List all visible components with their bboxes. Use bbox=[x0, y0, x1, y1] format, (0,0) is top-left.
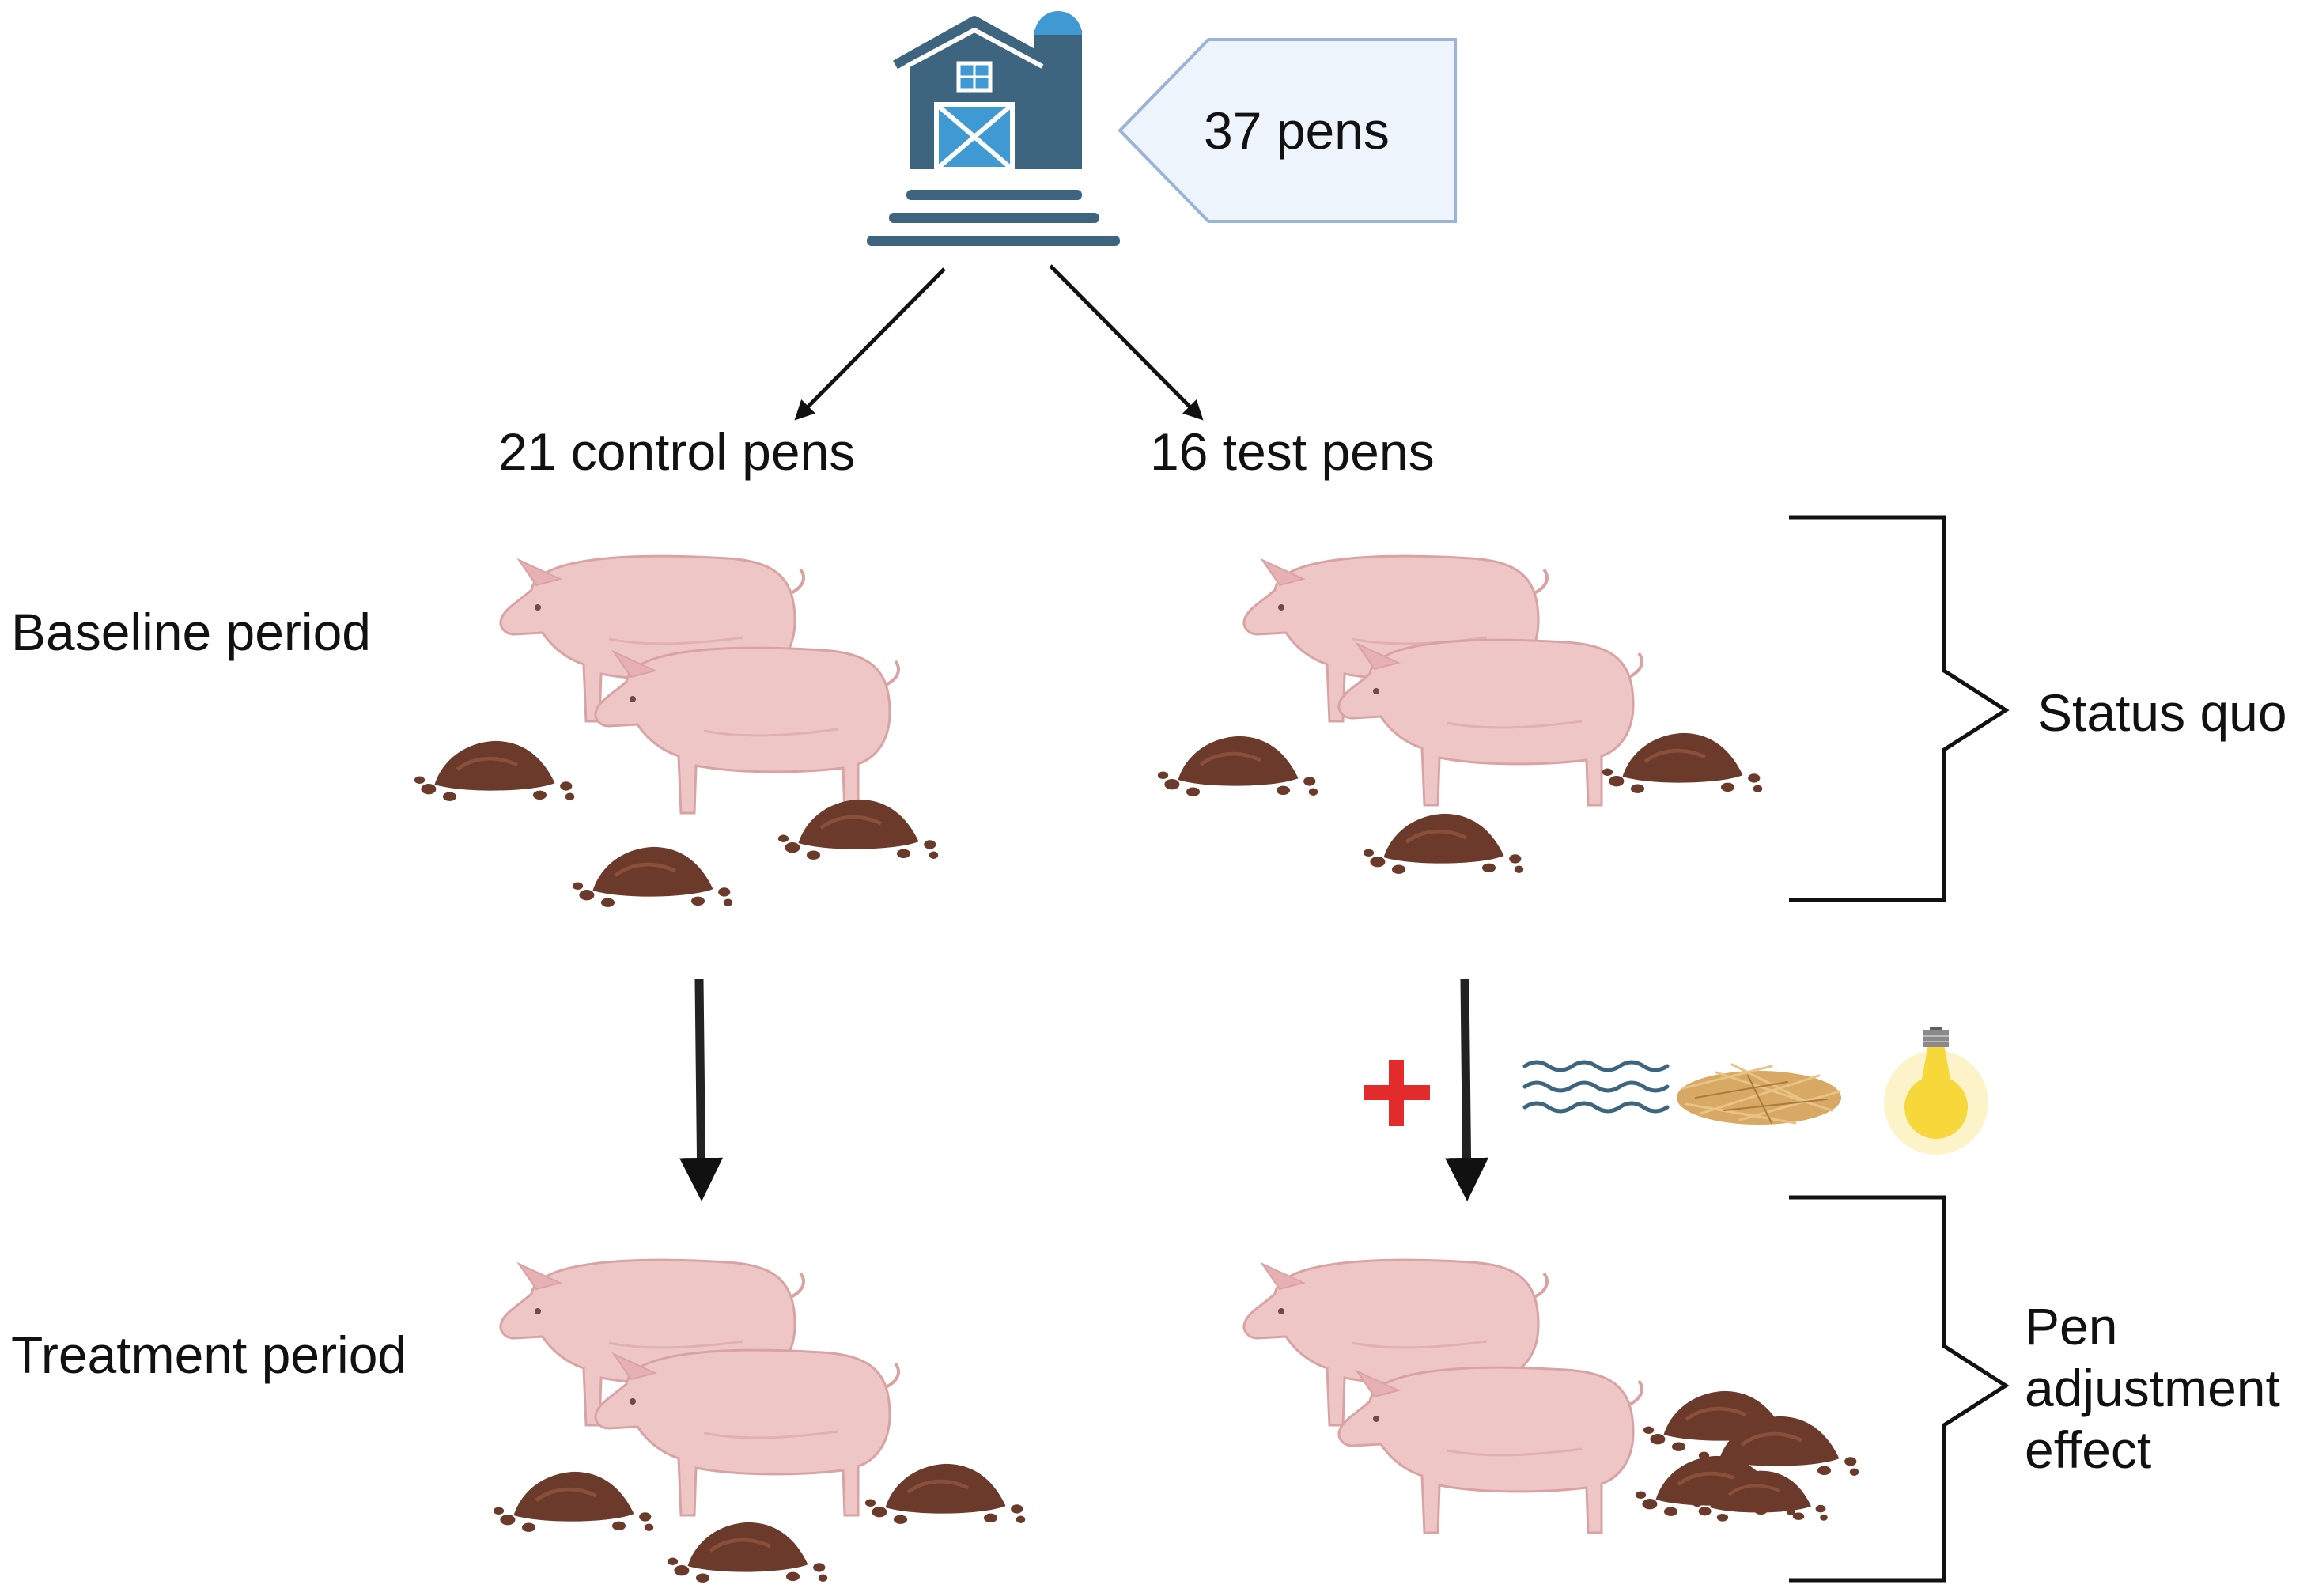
water-icon bbox=[1522, 1060, 1670, 1114]
light-bulb-icon bbox=[1884, 1027, 1988, 1155]
straw-icon bbox=[1677, 1063, 1841, 1125]
plus-icon bbox=[1364, 1060, 1430, 1126]
arrow-test-period bbox=[1445, 978, 1489, 1201]
barn-icon bbox=[867, 11, 1120, 246]
treatment-test-pigs bbox=[1242, 1258, 1859, 1534]
status-quo-label: Status quo bbox=[2037, 683, 2287, 742]
arrow-to-control bbox=[794, 267, 946, 421]
pen-adjustment-label: Pen adjustment effect bbox=[2025, 1297, 2280, 1479]
arrow-to-test bbox=[1049, 264, 1204, 421]
treatment-control-pigs bbox=[494, 1258, 1025, 1583]
status-quo-bracket bbox=[1789, 515, 2010, 902]
test-group-label: 16 test pens bbox=[1150, 422, 1435, 481]
baseline-test-pigs bbox=[1158, 554, 1762, 874]
treatment-period-label: Treatment period bbox=[11, 1326, 407, 1384]
baseline-period-label: Baseline period bbox=[11, 603, 371, 661]
pen-adjustment-bracket bbox=[1789, 1195, 2010, 1583]
baseline-control-pigs bbox=[414, 554, 938, 907]
arrow-control-period bbox=[679, 978, 724, 1201]
pens-count-label: 37 pens bbox=[1204, 101, 1390, 160]
pens-callout bbox=[1118, 38, 1457, 223]
control-group-label: 21 control pens bbox=[498, 422, 856, 481]
